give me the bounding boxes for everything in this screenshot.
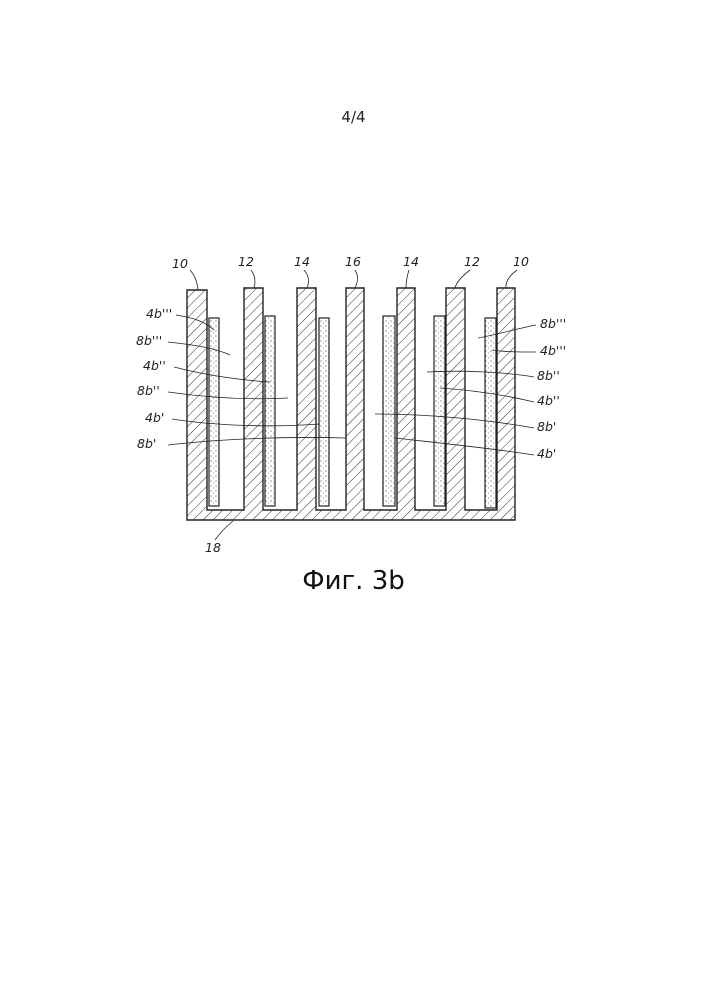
label-right-8b1: 8b' — [537, 419, 556, 434]
label-base-18: 18 — [205, 540, 221, 555]
label-top-14-left: 14 — [294, 254, 310, 269]
electrode-strip — [383, 316, 395, 506]
label-right-4b2: 4b'' — [537, 393, 560, 408]
label-right-4b1: 4b' — [537, 446, 556, 461]
electrode-strip — [265, 316, 275, 506]
electrode-strip — [485, 318, 496, 508]
label-top-10-left: 10 — [172, 256, 188, 271]
label-top-12-right: 12 — [464, 254, 480, 269]
label-top-12-left: 12 — [238, 254, 254, 269]
electrode-strip — [209, 318, 219, 506]
label-left-4b1: 4b' — [145, 410, 164, 425]
label-top-10-right: 10 — [513, 254, 529, 269]
electrode-strip — [319, 318, 329, 506]
label-right-8b2: 8b'' — [537, 368, 560, 383]
label-right-8b3: 8b''' — [540, 316, 566, 331]
label-right-4b3: 4b''' — [540, 343, 566, 358]
label-left-8b2: 8b'' — [137, 383, 160, 398]
figure-caption: Фиг. 3b — [0, 566, 707, 596]
base-plate — [187, 288, 515, 520]
label-left-4b2: 4b'' — [143, 358, 166, 373]
label-left-8b3: 8b''' — [136, 333, 162, 348]
electrode-strip — [434, 316, 445, 506]
label-top-16: 16 — [345, 254, 361, 269]
label-left-8b1: 8b' — [137, 436, 156, 451]
label-top-14-right: 14 — [403, 254, 419, 269]
label-left-4b3: 4b''' — [146, 306, 172, 321]
